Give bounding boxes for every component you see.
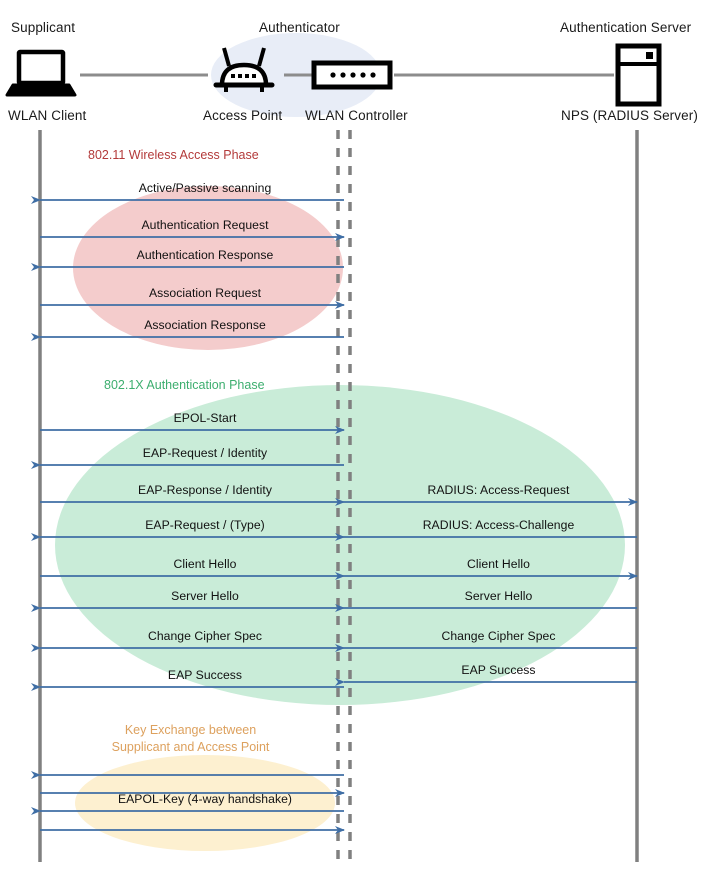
message-label-left-3: Association Request	[148, 286, 262, 300]
wireless-phase-ellipse	[73, 186, 343, 350]
message-label-left-0: Active/Passive scanning	[138, 181, 272, 195]
message-label-right-4: Change Cipher Spec	[441, 629, 556, 643]
actor-role-authenticator: Authenticator	[259, 20, 340, 35]
phase-label-dot1x-authentication: 802.1X Authentication Phase	[104, 378, 265, 392]
actor-device-access-point: Access Point	[203, 108, 283, 123]
laptop-icon	[5, 49, 77, 97]
phase-label-key-exchange-line1: Key Exchange between	[124, 723, 257, 737]
key-exchange-phase-ellipse	[75, 755, 335, 851]
message-label-right-2: Client Hello	[467, 557, 530, 571]
message-label-right-1: RADIUS: Access-Challenge	[422, 518, 575, 532]
phase-label-wireless-access: 802.11 Wireless Access Phase	[88, 148, 259, 162]
message-label-left-1: Authentication Request	[141, 218, 269, 232]
actor-device-wlan-controller: WLAN Controller	[305, 108, 408, 123]
message-label-right-3: Server Hello	[464, 589, 533, 603]
message-label-left-7: EAP-Response / Identity	[138, 483, 272, 497]
actor-device-nps-radius-server: NPS (RADIUS Server)	[561, 108, 698, 123]
message-label-left-4: Association Response	[144, 318, 266, 332]
message-label-left-11: Change Cipher Spec	[147, 629, 263, 643]
phase-label-key-exchange-line2: Supplicant and Access Point	[111, 740, 270, 754]
message-label-right-0: RADIUS: Access-Request	[427, 483, 570, 497]
actor-role-supplicant: Supplicant	[11, 20, 76, 35]
message-label-left-12: EAP Success	[167, 668, 243, 682]
switch-controller-icon	[311, 60, 393, 90]
message-label-left-6: EAP-Request / Identity	[142, 446, 268, 460]
message-label-left-9: Client Hello	[173, 557, 237, 571]
message-label-right-5: EAP Success	[461, 663, 536, 677]
actor-device-wlan-client: WLAN Client	[8, 108, 87, 123]
server-rack-icon	[615, 43, 662, 107]
wireless-router-icon	[213, 47, 275, 92]
actor-role-auth-server: Authentication Server	[560, 20, 692, 35]
message-label-left-8: EAP-Request / (Type)	[145, 518, 265, 532]
message-label-left-10: Server Hello	[171, 589, 239, 603]
message-label-left-15: EAPOL-Key (4-way handshake)	[117, 792, 293, 806]
message-label-left-2: Authentication Response	[136, 248, 274, 262]
message-label-left-5: EPOL-Start	[173, 411, 237, 425]
phase-label-key-exchange: Key Exchange between Supplicant and Acce…	[98, 722, 283, 756]
